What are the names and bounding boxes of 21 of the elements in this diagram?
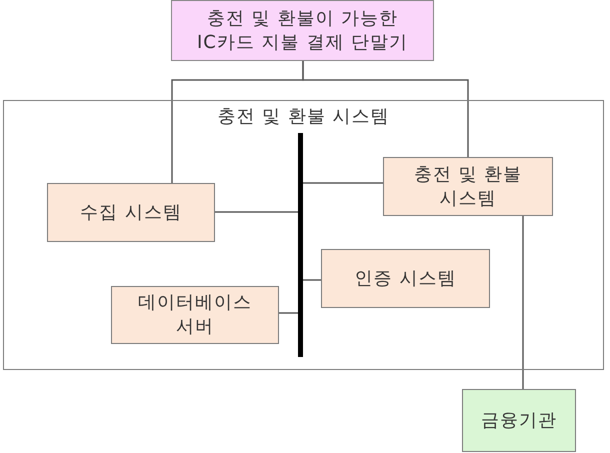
connector-line <box>279 312 298 314</box>
box-label: 충전 및 환불 시스템 <box>412 162 524 210</box>
terminal-box <box>171 0 434 61</box>
connector-line <box>215 211 298 213</box>
box-label: 데이터베이스 서버 <box>137 291 253 339</box>
connector-line <box>303 182 383 184</box>
connector-line <box>522 216 524 389</box>
frame-title: 충전 및 환불 시스템 <box>217 105 390 129</box>
process-box <box>111 286 279 344</box>
process-box <box>383 157 553 216</box>
box-label: 인증 시스템 <box>354 266 456 290</box>
bus-bar <box>298 133 303 357</box>
box-label: 금융기관 <box>481 408 557 432</box>
process-box <box>47 183 215 242</box>
process-box <box>321 249 490 308</box>
connector-line <box>302 61 469 157</box>
system-frame <box>3 100 604 370</box>
box-label: 충전 및 환불이 가능한 IC카드 지불 결제 단말기 <box>196 6 410 54</box>
box-label: 수집 시스템 <box>80 200 182 224</box>
institution-box <box>462 389 576 452</box>
connector-line <box>303 279 321 281</box>
